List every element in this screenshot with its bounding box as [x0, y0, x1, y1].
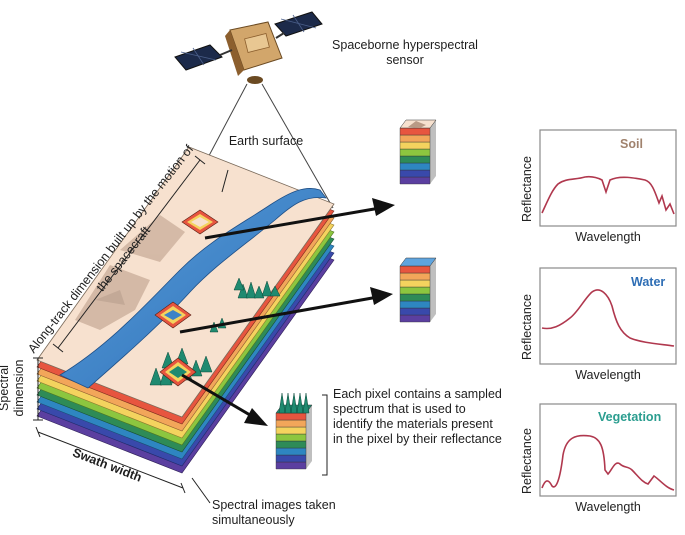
stack-side [430, 120, 436, 184]
stack-layer [399, 300, 431, 309]
vegetation-ylabel: Reflectance [520, 427, 534, 494]
spectral-dimension-label: Spectral dimension [0, 359, 26, 417]
swath-width-arrow [35, 426, 186, 494]
simultaneous-pointer [191, 477, 211, 504]
arrow-vegetation [181, 373, 268, 426]
stack-layer [399, 162, 431, 171]
stack-layer [399, 272, 431, 281]
mountain-texture [75, 215, 185, 330]
stack-tree [290, 392, 298, 414]
stack-layer [399, 169, 431, 178]
stack-tree [284, 392, 292, 414]
sensor-label: Spaceborne hyperspectral sensor [332, 38, 478, 67]
earth-surface-label: Earth surface [228, 134, 304, 148]
stack-top [399, 257, 437, 267]
stack-layer [399, 141, 431, 150]
stack-layer [275, 433, 307, 442]
pixel-stack-water [399, 257, 437, 323]
simultaneous-label: Spectral images taken simultaneously [212, 498, 336, 527]
river [59, 188, 327, 389]
stack-layer [399, 127, 431, 136]
water-ylabel: Reflectance [520, 293, 534, 360]
stack-layer [399, 293, 431, 302]
pixel-highlight-water [154, 301, 192, 329]
pixel-stack-vegetation [275, 392, 313, 470]
arrow-water [179, 287, 393, 334]
pixel-stack-soil [399, 119, 437, 185]
stack-layer [399, 314, 431, 323]
stack-layer [275, 419, 307, 428]
satellite-icon [174, 11, 323, 84]
stack-layer [399, 307, 431, 316]
stack-layer [275, 447, 307, 456]
stack-tree [278, 392, 286, 414]
water-xlabel: Wavelength [575, 368, 641, 382]
graph-soil [539, 129, 677, 227]
vegetation-xlabel: Wavelength [575, 500, 641, 514]
view-line-left [202, 83, 248, 168]
stack-layer [275, 454, 307, 463]
pixel-note-label: Each pixel contains a sampled spectrum t… [333, 387, 502, 446]
stack-layer [399, 265, 431, 274]
along-track-arrow [52, 155, 206, 353]
graph-vegetation [539, 403, 677, 497]
stack-layer [399, 176, 431, 185]
water-reflectance-curve [541, 289, 675, 347]
stack-layer [275, 440, 307, 449]
pixel-note-bracket [322, 394, 328, 476]
stack-layer [399, 134, 431, 143]
stack-layer [275, 412, 307, 421]
soil-xlabel: Wavelength [575, 230, 641, 244]
stack-layer [399, 279, 431, 288]
stack-soil-texture [408, 121, 426, 128]
pixel-highlight-soil [181, 209, 219, 235]
stack-layer [275, 461, 307, 470]
water-title: Water [631, 275, 666, 289]
stack-side [430, 258, 436, 322]
vegetation-title: Vegetation [598, 410, 662, 424]
soil-reflectance-curve [541, 175, 675, 215]
view-line-right [261, 83, 334, 209]
stack-tree [302, 392, 310, 414]
earth-pointer [221, 169, 229, 193]
soil-ylabel: Reflectance [520, 155, 534, 222]
stack-layer [399, 148, 431, 157]
vegetation-reflectance-curve [541, 434, 675, 491]
stack-tree [296, 392, 304, 414]
arrow-soil [204, 198, 395, 240]
spectral-dimension-bracket [33, 357, 43, 421]
graph-water [539, 267, 677, 365]
stack-layer [399, 286, 431, 295]
soil-title: Soil [620, 137, 643, 151]
stack-layer [275, 426, 307, 435]
stack-layer [399, 155, 431, 164]
stack-side [306, 405, 312, 469]
hyperspectral-cube [36, 146, 335, 474]
